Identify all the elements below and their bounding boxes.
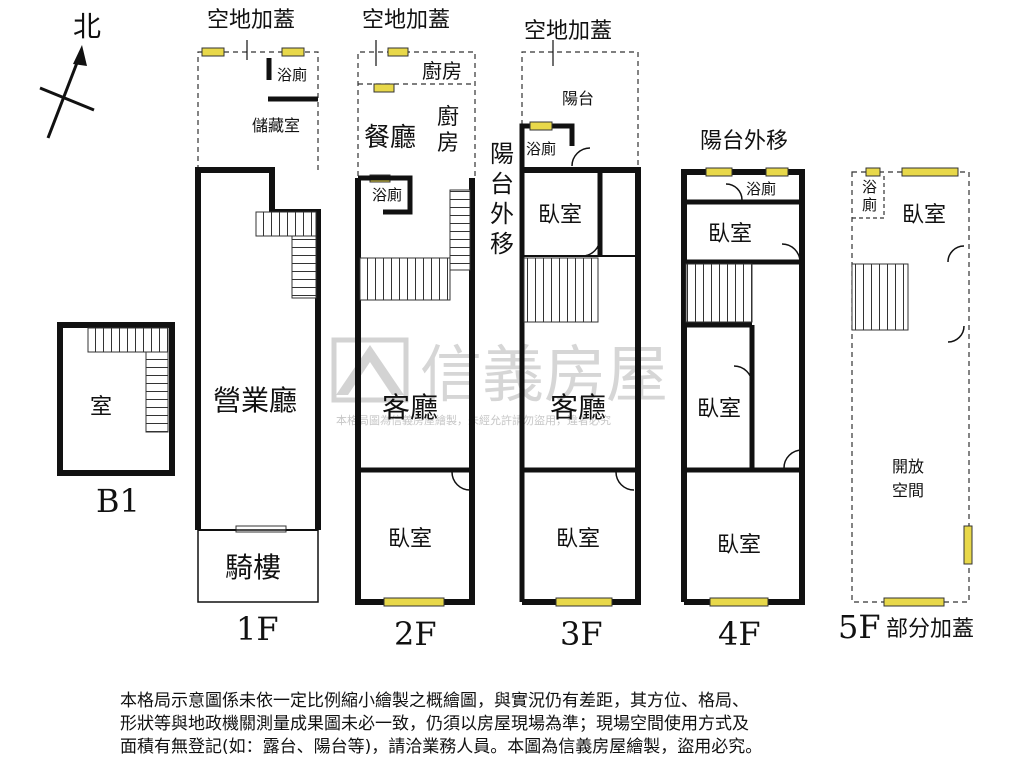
3f-yard-label: 空地加蓋 xyxy=(524,19,612,44)
window xyxy=(901,167,959,177)
2f-kitchen2-2: 房 xyxy=(437,131,459,156)
window xyxy=(387,47,409,57)
2f-dining-label: 餐廳 xyxy=(364,123,416,153)
3f-bed2-label: 臥室 xyxy=(556,527,600,552)
2f-yard-label: 空地加蓋 xyxy=(362,8,450,33)
5f-extra-label: 部分加蓋 xyxy=(886,617,974,642)
1f-bath-label: 浴廁 xyxy=(277,66,307,84)
window xyxy=(963,525,973,565)
floor-4f: 陽台外移 浴廁 臥室 臥室 臥室 4F xyxy=(681,129,805,653)
4f-bed3-label: 臥室 xyxy=(717,533,761,558)
b1-room-label: 室 xyxy=(90,395,112,420)
balcony-shift-vertical: 陽台外移 xyxy=(490,140,514,258)
2f-bath-label: 浴廁 xyxy=(372,186,402,204)
floor-label-b1: B1 xyxy=(96,482,140,520)
window xyxy=(201,47,225,57)
3f-balcony-label: 陽台 xyxy=(562,89,594,108)
watermark-logo-icon xyxy=(336,345,404,395)
1f-yard-label: 空地加蓋 xyxy=(207,8,295,33)
5f-bath-label: 浴廁 xyxy=(862,178,877,214)
4f-bed1-label: 臥室 xyxy=(708,222,752,247)
disclaimer-line-1: 本格局示意圖係未依一定比例縮小繪製之概繪圖，與實況仍有差距，其方位、格局、 xyxy=(120,691,749,711)
floor-5f: 浴廁 臥室 開放空間 5F 部分加蓋 xyxy=(838,167,974,646)
3f-living-label: 客廳 xyxy=(550,391,606,424)
window xyxy=(709,597,769,607)
1f-arcade-label: 騎樓 xyxy=(225,551,281,584)
floor-label-4f: 4F xyxy=(718,615,761,653)
3f-bath-label: 浴廁 xyxy=(526,140,556,158)
5f-bed-label: 臥室 xyxy=(902,203,946,228)
window xyxy=(383,597,445,607)
disclaimer-line-3: 面積有無登記(如：露台、陽台等)，請洽業務人員。本圖為信義房屋繪製，盜用必究。 xyxy=(120,737,763,757)
window xyxy=(865,167,881,177)
window xyxy=(529,121,553,131)
floor-label-1f: 1F xyxy=(236,610,279,648)
window xyxy=(883,597,945,607)
floor-plan: 北 信義房屋 本格局圖為信義房屋繪製，未經允許請勿盜用，違者必究 室 B1 空地… xyxy=(39,8,974,653)
disclaimer-line-2: 形狀等與地政機關測量成果圖未必一致，仍須以房屋現場為準；現場空間使用方式及 xyxy=(120,714,749,734)
floor-b1: 室 B1 xyxy=(57,322,175,520)
4f-bath-label: 浴廁 xyxy=(746,180,776,198)
4f-balcony-shift-label: 陽台外移 xyxy=(700,129,788,154)
disclaimer: 本格局示意圖係未依一定比例縮小繪製之概繪圖，與實況仍有差距，其方位、格局、 形狀… xyxy=(120,690,920,759)
3f-bed1-label: 臥室 xyxy=(538,203,582,228)
5f-open-label: 開放空間 xyxy=(892,457,924,500)
watermark-brand: 信義房屋 xyxy=(420,338,668,411)
watermark: 信義房屋 本格局圖為信義房屋繪製，未經允許請勿盜用，違者必究 xyxy=(331,337,668,427)
floor-2f: 空地加蓋 廚房 餐廳 廚 房 浴廁 客廳 臥室 2F 陽台外移 xyxy=(355,8,514,653)
floor-label-2f: 2F xyxy=(394,615,437,653)
window xyxy=(555,597,613,607)
floor-1f: 空地加蓋 浴廁 儲藏室 營業廳 騎樓 1F xyxy=(195,8,321,648)
window xyxy=(765,167,789,177)
floor-3f: 空地加蓋 陽台 浴廁 臥室 客廳 臥室 3F xyxy=(519,19,641,653)
window xyxy=(373,83,395,93)
north-arrow: 北 xyxy=(39,10,101,139)
floor-label-3f: 3F xyxy=(560,615,603,653)
window xyxy=(705,167,733,177)
2f-living-label: 客廳 xyxy=(382,391,438,424)
window xyxy=(281,47,305,57)
1f-hall-label: 營業廳 xyxy=(213,384,297,417)
north-label: 北 xyxy=(73,10,101,43)
2f-kitchen2-1: 廚 xyxy=(437,105,459,130)
2f-bed-label: 臥室 xyxy=(388,527,432,552)
floor-label-5f: 5F xyxy=(838,608,881,646)
4f-bed2-label: 臥室 xyxy=(697,397,741,422)
2f-kitchen-label: 廚房 xyxy=(422,59,462,83)
1f-storage-label: 儲藏室 xyxy=(252,116,300,135)
